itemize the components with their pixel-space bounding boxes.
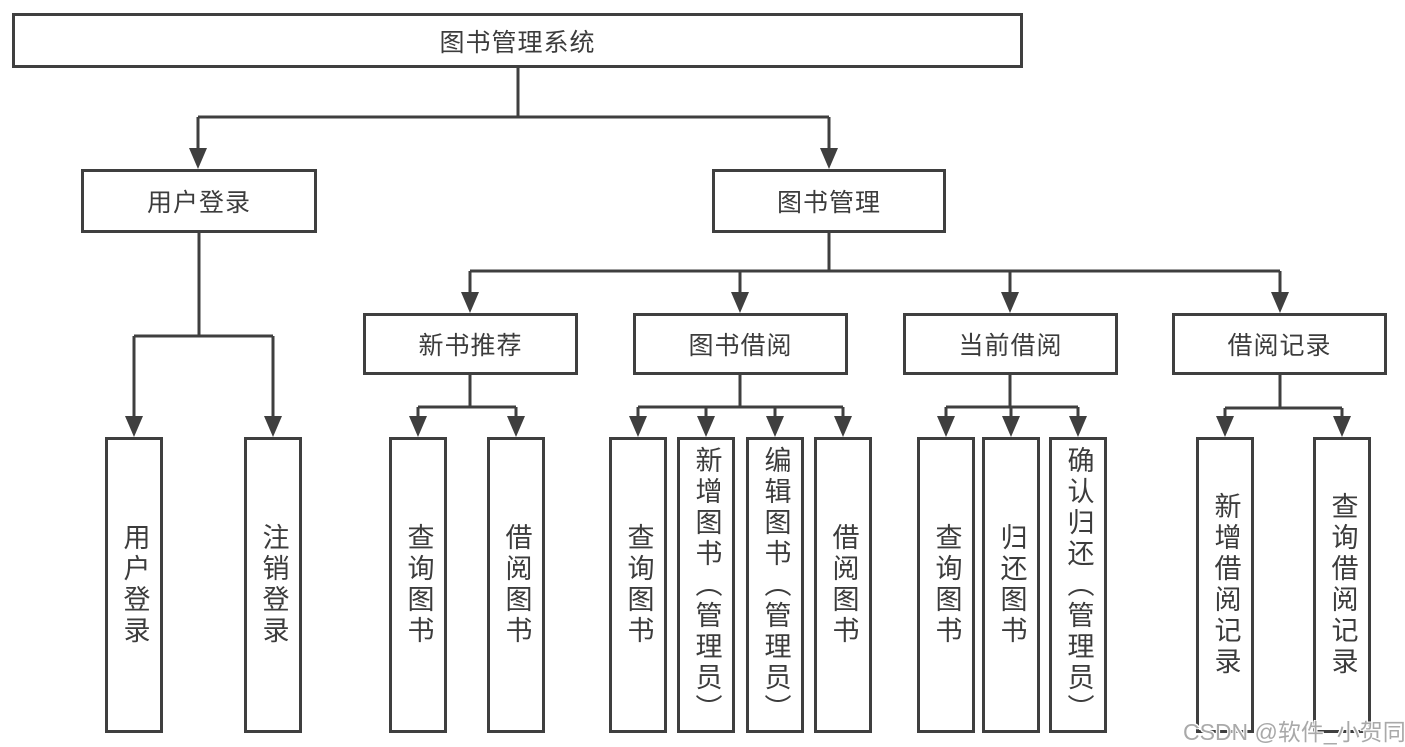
arrowhead-down-icon — [461, 292, 479, 313]
leaf-label: 确认归还（管理员） — [1063, 445, 1094, 725]
leaf-label: 查询图书 — [623, 523, 654, 647]
leaf-label: 注销登录 — [258, 523, 289, 647]
node-label: 借阅记录 — [1227, 332, 1332, 360]
node-label: 当前借阅 — [958, 332, 1063, 360]
leaf-edit-books-admin: 编辑图书（管理员） — [746, 437, 804, 733]
arrowhead-down-icon — [1333, 416, 1351, 437]
leaf-label: 借阅图书 — [828, 523, 859, 647]
node-root: 图书管理系统 — [12, 13, 1023, 68]
arrowhead-down-icon — [697, 416, 715, 437]
leaf-borrow-books: 借阅图书 — [814, 437, 872, 733]
leaf-label: 查询借阅记录 — [1327, 492, 1358, 678]
leaf-label: 新增借阅记录 — [1210, 492, 1241, 678]
arrowhead-down-icon — [937, 416, 955, 437]
node-user-login: 用户登录 — [81, 169, 317, 233]
arrowhead-down-icon — [820, 148, 838, 169]
arrowhead-down-icon — [1271, 292, 1289, 313]
leaf-label: 归还图书 — [996, 523, 1027, 647]
node-root-label: 图书管理系统 — [439, 28, 596, 57]
node-borrow-records: 借阅记录 — [1172, 313, 1387, 375]
arrowhead-down-icon — [409, 416, 427, 437]
node-new-book-recommend: 新书推荐 — [363, 313, 578, 375]
node-book-management: 图书管理 — [712, 169, 946, 233]
leaf-confirm-return-admin: 确认归还（管理员） — [1049, 437, 1107, 733]
leaf-label: 查询图书 — [931, 523, 962, 647]
arrowhead-down-icon — [189, 148, 207, 169]
leaf-label: 查询图书 — [403, 523, 434, 647]
leaf-query-books: 查询图书 — [389, 437, 447, 733]
leaf-label: 新增图书（管理员） — [691, 445, 722, 725]
arrowhead-down-icon — [629, 416, 647, 437]
node-label: 新书推荐 — [418, 332, 523, 360]
leaf-label: 借阅图书 — [501, 523, 532, 647]
leaf-add-borrow-record: 新增借阅记录 — [1196, 437, 1254, 733]
arrowhead-down-icon — [1069, 416, 1087, 437]
leaf-return-books: 归还图书 — [982, 437, 1040, 733]
arrowhead-down-icon — [125, 416, 143, 437]
arrowhead-down-icon — [1001, 292, 1019, 313]
leaf-logout: 注销登录 — [244, 437, 302, 733]
node-label: 图书借阅 — [688, 332, 793, 360]
leaf-add-books-admin: 新增图书（管理员） — [677, 437, 735, 733]
arrowhead-down-icon — [834, 416, 852, 437]
leaf-query-books: 查询图书 — [609, 437, 667, 733]
node-current-borrow: 当前借阅 — [903, 313, 1118, 375]
leaf-query-books: 查询图书 — [917, 437, 975, 733]
arrowhead-down-icon — [507, 416, 525, 437]
node-book-borrow: 图书借阅 — [633, 313, 848, 375]
node-label: 用户登录 — [146, 189, 251, 217]
node-label: 图书管理 — [776, 189, 881, 217]
leaf-label: 编辑图书（管理员） — [760, 445, 791, 725]
leaf-borrow-books: 借阅图书 — [487, 437, 545, 733]
arrowhead-down-icon — [1216, 416, 1234, 437]
leaf-user-login: 用户登录 — [105, 437, 163, 733]
leaf-label: 用户登录 — [119, 523, 150, 647]
arrowhead-down-icon — [264, 416, 282, 437]
csdn-watermark: CSDN @软件_小贺同学 — [1183, 719, 1405, 745]
arrowhead-down-icon — [731, 292, 749, 313]
arrowhead-down-icon — [766, 416, 784, 437]
leaf-query-borrow-record: 查询借阅记录 — [1313, 437, 1371, 733]
arrowhead-down-icon — [1002, 416, 1020, 437]
